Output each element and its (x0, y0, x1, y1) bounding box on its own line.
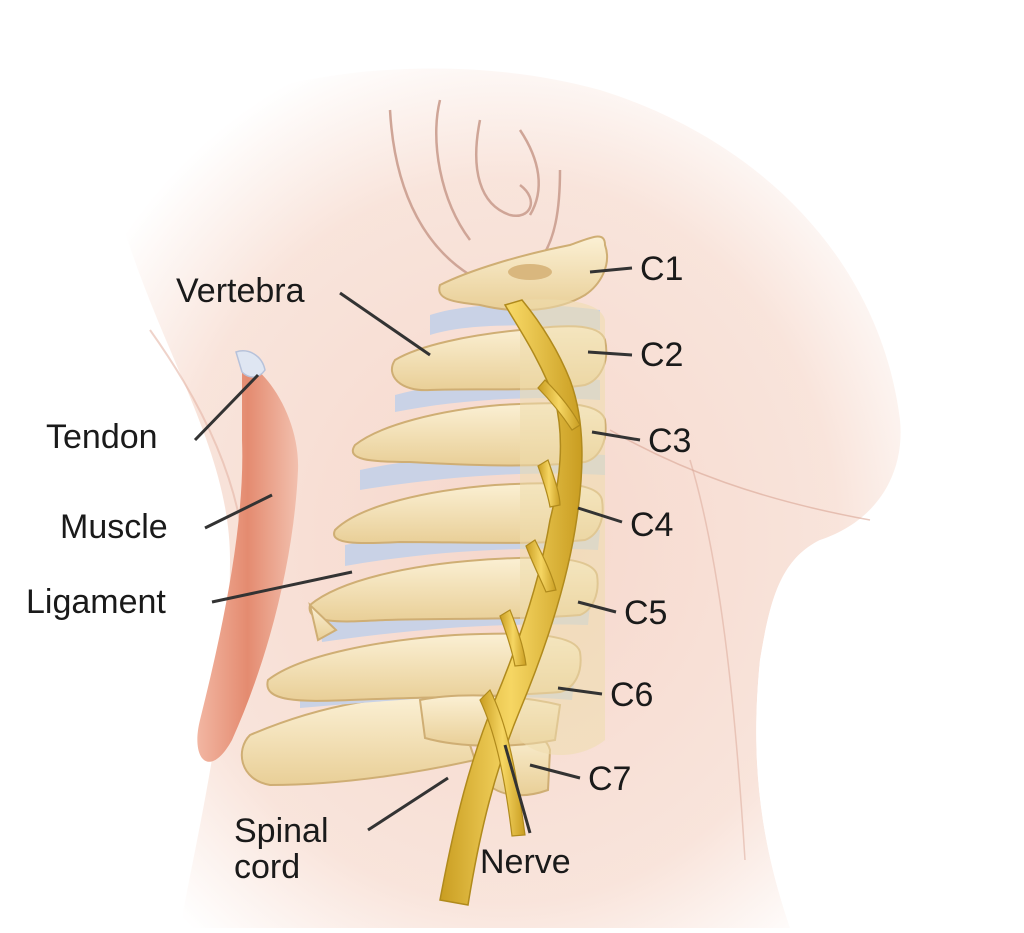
leader-spinal-cord (367, 776, 449, 832)
label-muscle: Muscle (60, 508, 168, 546)
label-c7: C7 (588, 760, 632, 798)
label-tendon: Tendon (46, 418, 158, 456)
leader-c5 (577, 600, 617, 614)
leader-c4 (577, 506, 623, 524)
label-c3: C3 (648, 422, 692, 460)
leader-muscle (204, 493, 273, 530)
nerve-roots (479, 379, 581, 837)
leader-c6 (557, 686, 603, 696)
label-c1: C1 (640, 250, 684, 288)
leader-vertebra (339, 291, 431, 357)
label-c4: C4 (630, 506, 674, 544)
leader-lines (193, 266, 641, 834)
leader-c7 (529, 763, 581, 780)
label-c5: C5 (624, 594, 668, 632)
label-spinal-cord-line2: cord (234, 847, 301, 886)
spinal-cord (439, 299, 583, 906)
label-c2: C2 (640, 336, 684, 374)
leader-c1 (589, 266, 633, 274)
label-nerve: Nerve (480, 843, 571, 881)
label-c6: C6 (610, 676, 654, 714)
leader-c3 (591, 430, 641, 442)
label-spinal-cord-line1: Spinal (234, 812, 329, 850)
leader-ligament (211, 570, 353, 604)
label-ligament: Ligament (26, 583, 166, 621)
leader-nerve (503, 744, 532, 834)
label-vertebra: Vertebra (176, 272, 305, 310)
leader-c2 (587, 350, 633, 357)
label-spinal-cord: Spinal cord (234, 812, 374, 886)
leader-tendon (193, 373, 260, 442)
neck-muscle (197, 350, 299, 762)
